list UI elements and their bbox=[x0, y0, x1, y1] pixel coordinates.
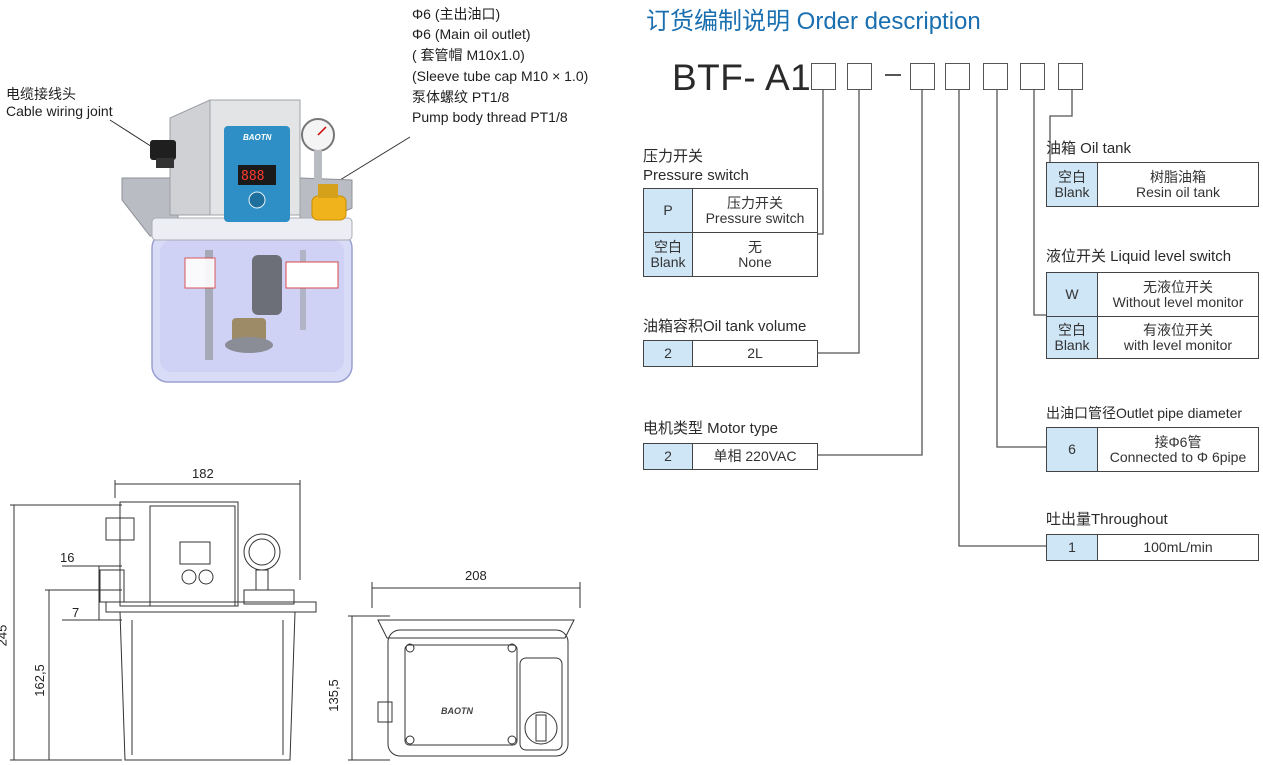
code-slot-pressure bbox=[811, 63, 836, 90]
option-code: W bbox=[1046, 272, 1098, 317]
outlet-callout-line-4: (Sleeve tube cap M10 × 1.0) bbox=[412, 68, 589, 84]
code-dash bbox=[885, 74, 901, 76]
order-code-prefix: BTF- A1 bbox=[672, 57, 812, 98]
cable-joint-label-cn: 电缆接线头 bbox=[6, 86, 76, 102]
code-connector-lines bbox=[817, 90, 1073, 547]
outlet-callout-line-5: 泵体螺纹 PT1/8 bbox=[412, 89, 510, 105]
outlet-callout-line-1: Φ6 (主出油口) bbox=[412, 6, 501, 22]
dim-front-mid-height: 162,5 bbox=[31, 664, 47, 697]
option-desc: 2L bbox=[692, 340, 818, 367]
outlet-callout-line bbox=[339, 136, 411, 181]
code-slot-level bbox=[1020, 63, 1045, 90]
order-title: 订货编制说明 Order description bbox=[646, 8, 981, 35]
option-desc: 单相 220VAC bbox=[692, 443, 818, 470]
outlet-callout-line-6: Pump body thread PT1/8 bbox=[412, 109, 568, 125]
oil-tank-label: 油箱 Oil tank bbox=[1046, 140, 1132, 157]
cable-joint-label-en: Cable wiring joint bbox=[6, 103, 113, 119]
motor-type-label: 电机类型 Motor type bbox=[643, 420, 779, 437]
dim-front-offset-b: 7 bbox=[72, 605, 80, 620]
outlet-callout-line-3: ( 套管帽 M10x1.0) bbox=[412, 47, 525, 63]
pressure-switch-label-en: Pressure switch bbox=[643, 167, 749, 184]
code-slot-throughput bbox=[945, 63, 970, 90]
code-slot-motor bbox=[910, 63, 935, 90]
table-row: 2 2L bbox=[643, 340, 818, 367]
dim-side-width: 208 bbox=[465, 568, 487, 583]
option-code: 2 bbox=[643, 340, 693, 367]
throughput-table: 1 100mL/min bbox=[1046, 534, 1259, 561]
throughput-label: 吐出量Throughout bbox=[1046, 511, 1168, 528]
panel-brand: BAOTN bbox=[243, 133, 272, 142]
level-switch-label: 液位开关 Liquid level switch bbox=[1046, 248, 1232, 265]
product-photo: 888 BAOTN bbox=[109, 99, 411, 383]
option-code: 6 bbox=[1046, 427, 1098, 472]
outlet-callout-line-2: Φ6 (Main oil outlet) bbox=[412, 26, 531, 42]
tank-volume-table: 2 2L bbox=[643, 340, 818, 367]
code-slot-tank bbox=[1058, 63, 1083, 90]
pressure-switch-label-cn: 压力开关 bbox=[643, 148, 704, 165]
option-code: 2 bbox=[643, 443, 693, 470]
option-desc: 100mL/min bbox=[1097, 534, 1259, 561]
dim-front-height: 245 bbox=[0, 624, 10, 647]
svg-text:888: 888 bbox=[241, 169, 264, 184]
code-slot-volume bbox=[847, 63, 872, 90]
option-code: 1 bbox=[1046, 534, 1098, 561]
dim-front-width: 182 bbox=[192, 466, 214, 481]
table-row: 1 100mL/min bbox=[1046, 534, 1259, 561]
outlet-pipe-label: 出油口管径Outlet pipe diameter bbox=[1046, 405, 1243, 421]
motor-type-table: 2 单相 220VAC bbox=[643, 443, 818, 470]
code-slot-outlet bbox=[983, 63, 1008, 90]
drawing-brand: BAOTN bbox=[441, 706, 473, 716]
technical-drawings: BAOTN bbox=[10, 480, 581, 761]
dim-front-offset-a: 16 bbox=[60, 550, 75, 565]
tank-volume-label: 油箱容积Oil tank volume bbox=[643, 318, 807, 335]
dim-side-height: 135,5 bbox=[325, 679, 341, 712]
option-code: P bbox=[643, 188, 693, 233]
table-row: 2 单相 220VAC bbox=[643, 443, 818, 470]
